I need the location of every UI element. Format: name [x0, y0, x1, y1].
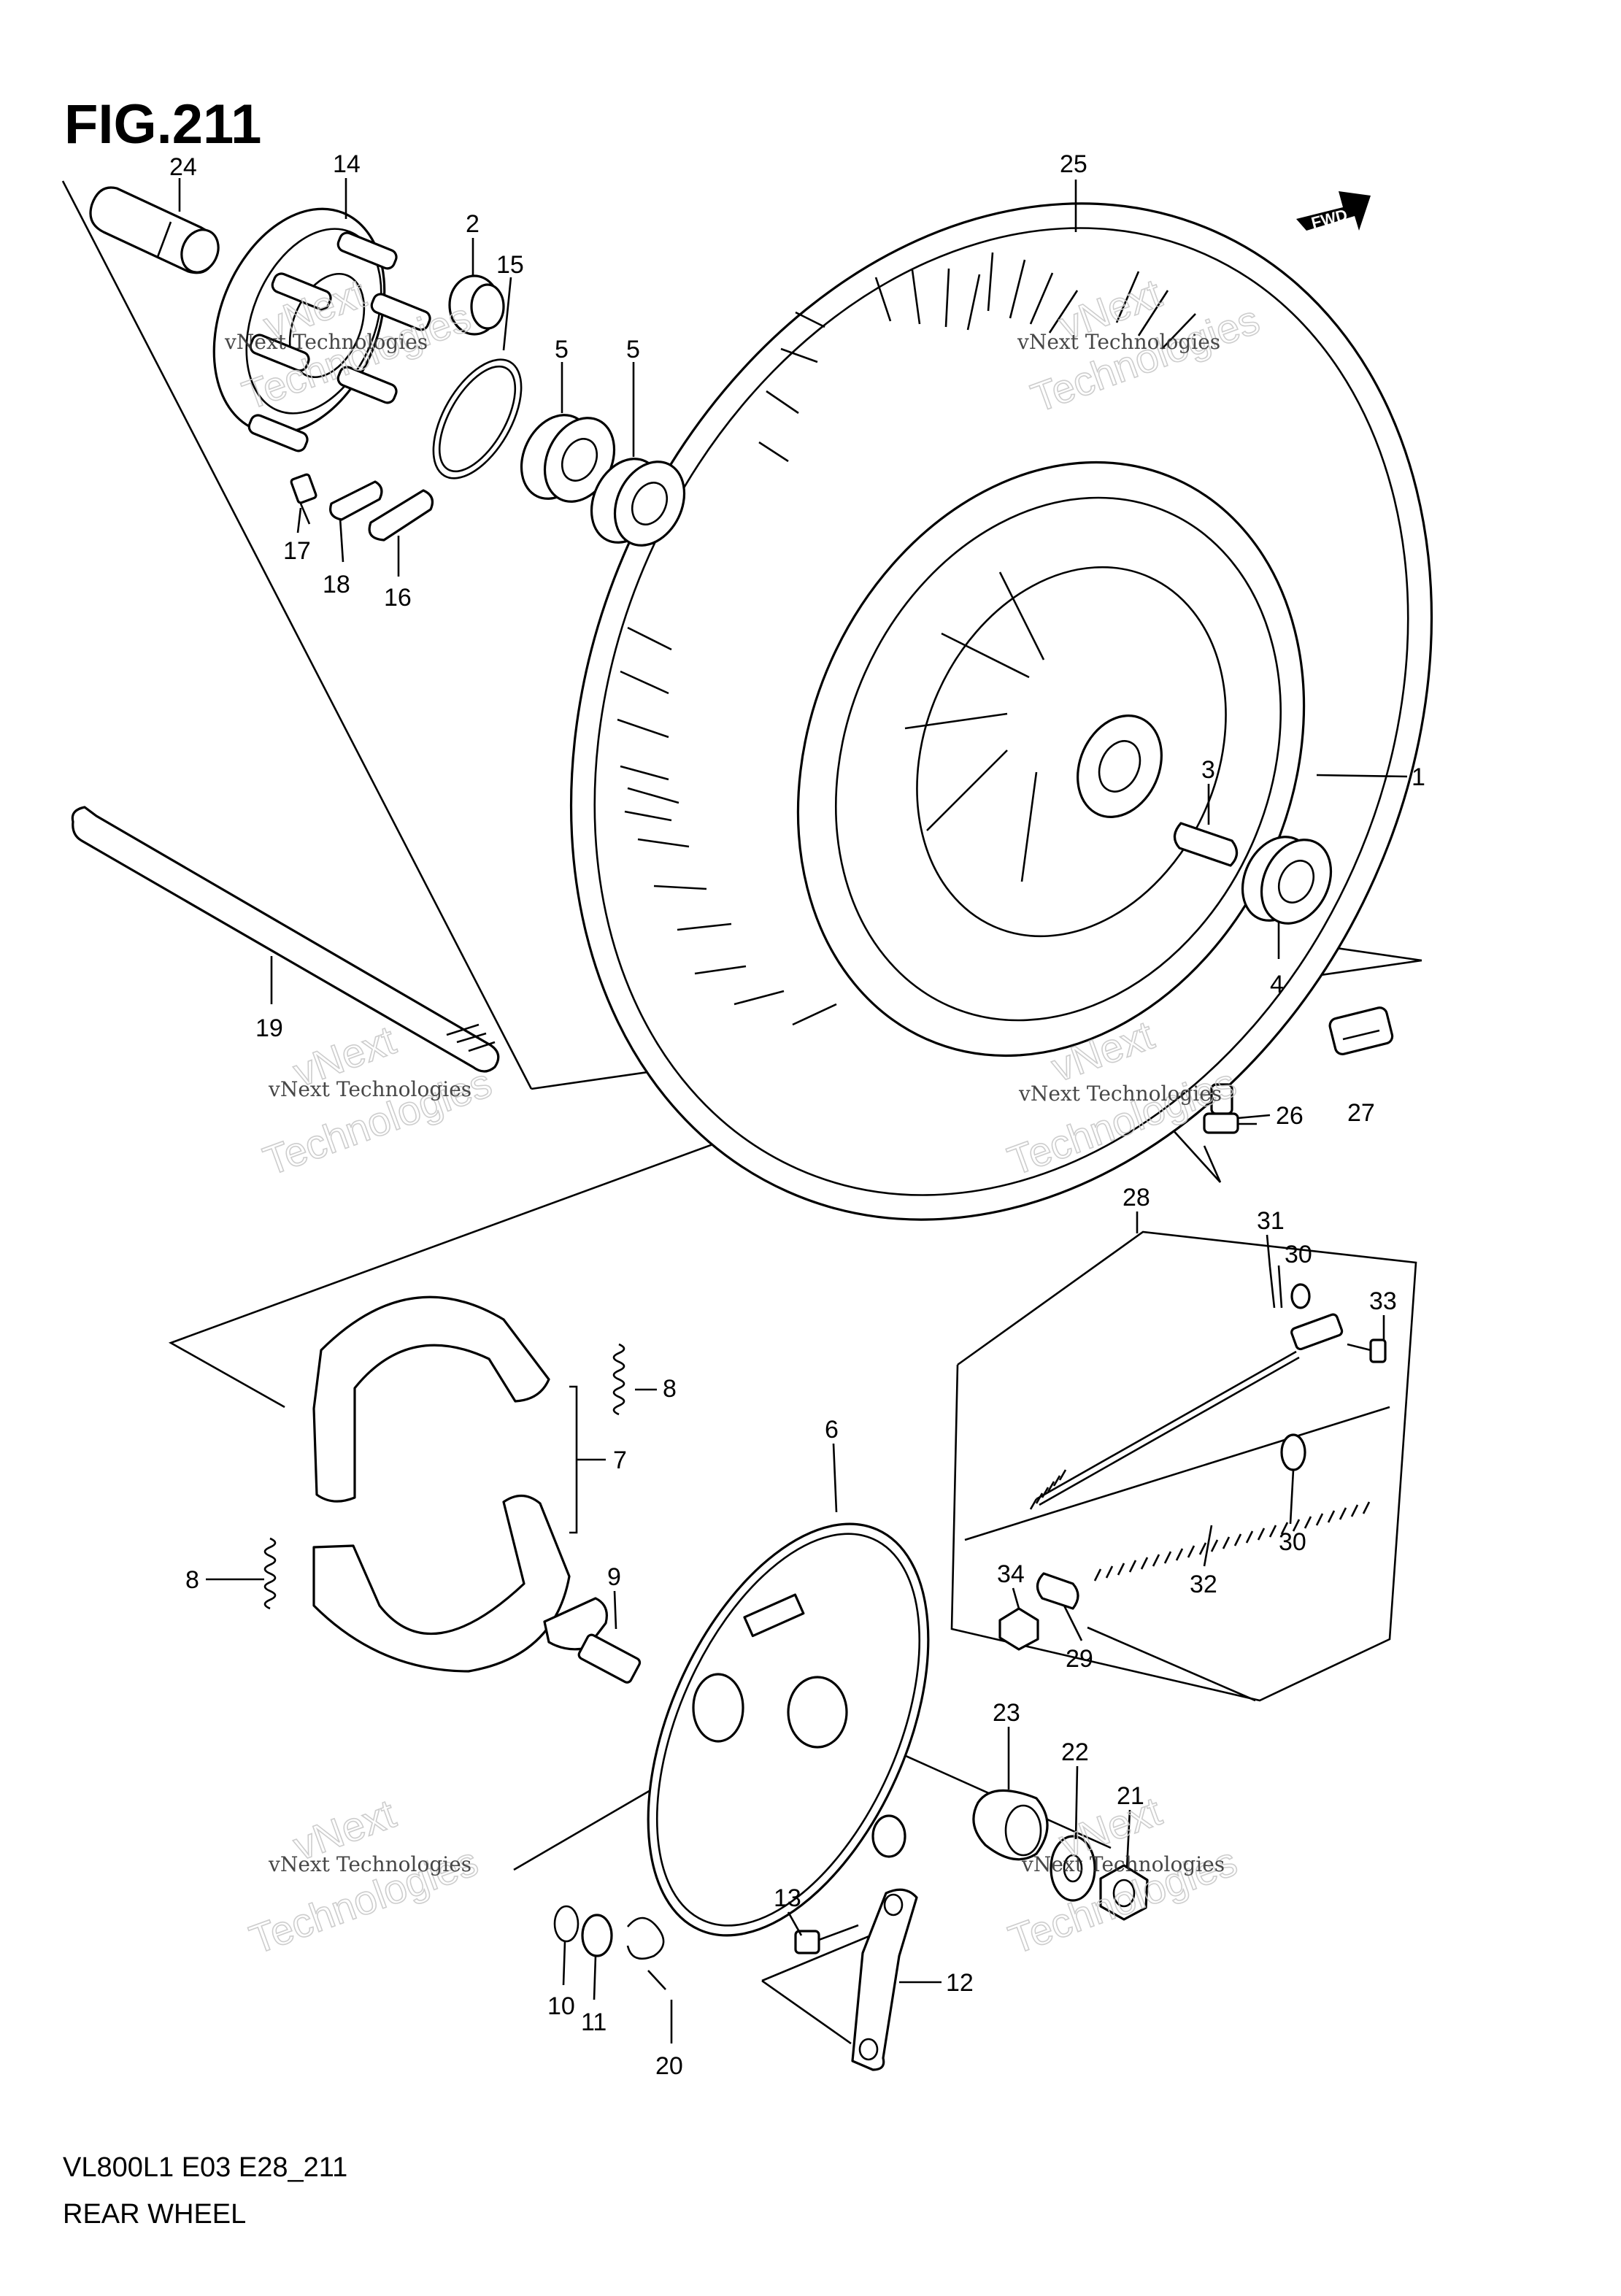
- part-27-cap: [1328, 1006, 1394, 1055]
- callout-30a: 30: [1285, 1241, 1312, 1268]
- callout-13: 13: [774, 1884, 801, 1912]
- model-code: VL800L1 E03 E28_211: [63, 2152, 347, 2183]
- callout-29: 29: [1066, 1645, 1093, 1673]
- callout-3: 3: [1201, 756, 1215, 784]
- part-24-spacer: [89, 186, 220, 274]
- callout-2: 2: [466, 210, 480, 238]
- leader-lines: [178, 178, 1408, 2043]
- part-34-nut: [998, 1607, 1039, 1651]
- watermark-1-text: vNext Technologies: [224, 330, 428, 354]
- callout-17: 17: [283, 537, 311, 565]
- callout-6: 6: [825, 1416, 839, 1444]
- figure-title: FIG.211: [64, 93, 261, 155]
- callout-24: 24: [169, 153, 197, 181]
- figure-name: REAR WHEEL: [63, 2199, 246, 2230]
- part-30-washer-a: [1290, 1283, 1311, 1309]
- part-9-cam-shaft: [543, 1597, 642, 1684]
- callout-32: 32: [1190, 1571, 1217, 1598]
- part-16-plate: [368, 489, 434, 542]
- callout-11: 11: [581, 2008, 607, 2036]
- callout-33: 33: [1369, 1287, 1397, 1315]
- part-14-drum-hub: [212, 207, 431, 452]
- part-10-circlip: [553, 1905, 580, 1943]
- callout-20: 20: [655, 2052, 683, 2080]
- part-12-brake-arm: [851, 1888, 918, 2071]
- callout-34: 34: [997, 1560, 1025, 1588]
- callout-14: 14: [333, 150, 361, 178]
- part-26-valve: [1203, 1083, 1257, 1134]
- fwd-arrow-icon: FWD: [1296, 191, 1371, 232]
- callout-8b: 8: [185, 1566, 199, 1594]
- part-5-bearing-a: [520, 414, 616, 503]
- part-3-collar: [1173, 822, 1239, 867]
- callout-5b: 5: [626, 336, 640, 363]
- part-8-spring-b: [263, 1537, 277, 1610]
- part-19-axle: [71, 806, 500, 1073]
- callout-31: 31: [1257, 1207, 1285, 1235]
- callout-15: 15: [496, 251, 524, 279]
- watermark-3-text: vNext Technologies: [268, 1077, 471, 1101]
- callout-labels: 24 14 2 15 5 5 25 17 18 16 3 1 4 19 27 2…: [169, 150, 1425, 2080]
- part-32-spring: [1093, 1501, 1371, 1582]
- part-7-brake-shoes: [312, 1295, 571, 1673]
- callout-19: 19: [255, 1014, 283, 1042]
- part-31-cotter-pin: [1268, 1265, 1283, 1309]
- callout-12: 12: [946, 1969, 974, 1997]
- part-20-spring: [626, 1916, 666, 1990]
- part-15-o-ring: [432, 358, 523, 479]
- callout-10: 10: [547, 1992, 575, 2020]
- callout-18: 18: [323, 571, 350, 598]
- watermark-2-text: vNext Technologies: [1017, 330, 1220, 354]
- watermark-4-text: vNext Technologies: [1018, 1082, 1222, 1106]
- part-6-brake-panel: [647, 1522, 930, 1937]
- watermark-6-text: vNext Technologies: [1021, 1852, 1225, 1876]
- part-2-damper: [448, 274, 505, 336]
- callout-9: 9: [607, 1563, 621, 1591]
- part-28-brake-rod: [1029, 1313, 1344, 1510]
- part-4-bearing: [1241, 836, 1333, 925]
- part-8-spring-a: [612, 1343, 625, 1416]
- callout-5a: 5: [555, 336, 569, 363]
- callout-1: 1: [1412, 763, 1425, 791]
- callout-21: 21: [1117, 1782, 1144, 1810]
- callout-7: 7: [613, 1446, 627, 1474]
- part-21-castle-nut: [1099, 1864, 1149, 1921]
- callout-27: 27: [1347, 1099, 1375, 1127]
- callout-23: 23: [993, 1699, 1020, 1727]
- callout-8a: 8: [663, 1375, 677, 1403]
- part-18-lock-plate: [329, 480, 383, 521]
- part-30-washer-b: [1280, 1433, 1306, 1471]
- part-23-collar: [972, 1789, 1049, 1861]
- callout-28: 28: [1123, 1184, 1150, 1211]
- callout-26: 26: [1276, 1102, 1304, 1130]
- part-17-bolt: [290, 473, 317, 525]
- part-11-washer: [581, 1914, 613, 1957]
- part-29-joint: [1036, 1572, 1079, 1610]
- part-22-washer: [1050, 1835, 1096, 1902]
- callout-16: 16: [384, 584, 412, 612]
- part-5-bearing-b: [590, 458, 686, 547]
- part-13-bolt: [794, 1924, 859, 1954]
- part-33-pin: [1347, 1338, 1387, 1363]
- callout-30b: 30: [1279, 1528, 1306, 1556]
- callout-22: 22: [1061, 1738, 1089, 1766]
- callout-25: 25: [1060, 150, 1087, 178]
- fwd-badge-label: FWD: [1309, 206, 1349, 232]
- watermark-5-text: vNext Technologies: [268, 1852, 471, 1876]
- callout-4: 4: [1270, 971, 1284, 998]
